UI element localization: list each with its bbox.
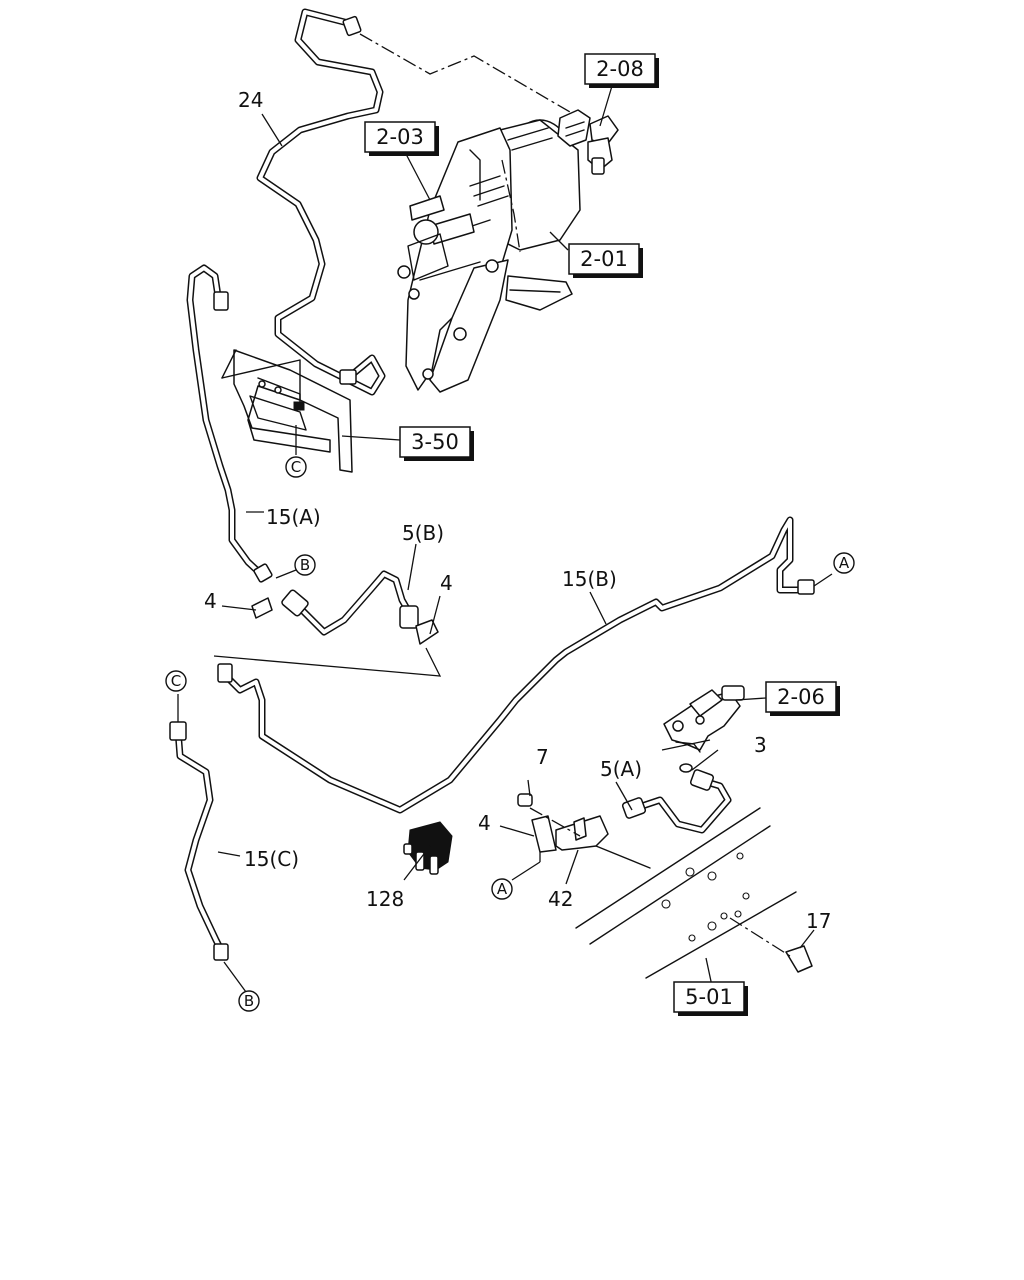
connector-b-bottom[interactable]: B: [238, 990, 260, 1012]
pipe-15a: [186, 264, 273, 583]
connector-c-bracket[interactable]: C: [285, 456, 307, 478]
connector-b-top-label: B: [300, 556, 310, 574]
label-15c: 15(C): [244, 847, 299, 871]
label-4-left: 4: [204, 589, 217, 613]
ref-2-06[interactable]: 2-06: [765, 681, 840, 716]
connector-a-right[interactable]: A: [833, 552, 855, 574]
ref-2-08[interactable]: 2-08: [584, 53, 659, 88]
label-5b: 5(B): [402, 521, 444, 545]
label-5a: 5(A): [600, 757, 642, 781]
connector-c-top[interactable]: C: [165, 670, 187, 692]
reservoir-2-08: [557, 109, 619, 175]
label-15b: 15(B): [562, 567, 617, 591]
label-3: 3: [754, 733, 767, 757]
label-7: 7: [536, 745, 549, 769]
connector-a-bottom-label: A: [497, 880, 508, 898]
label-17: 17: [806, 909, 831, 933]
ref-2-06-label: 2-06: [777, 685, 825, 709]
connector-a-right-label: A: [839, 554, 850, 572]
ref-2-01[interactable]: 2-01: [568, 243, 643, 278]
ref-5-01[interactable]: 5-01: [673, 981, 748, 1016]
label-24: 24: [238, 88, 263, 112]
pipe-24: [256, 8, 571, 396]
connector-c-bracket-label: C: [291, 458, 301, 476]
ref-3-50[interactable]: 3-50: [399, 426, 474, 461]
connector-c-top-label: C: [171, 672, 181, 690]
ref-2-03[interactable]: 2-03: [364, 121, 439, 156]
pipe-15b: [217, 516, 833, 814]
bracket-3-50: [221, 349, 353, 473]
hose-5b: [251, 570, 439, 645]
label-4-bottom: 4: [478, 811, 491, 835]
label-4-right: 4: [440, 571, 453, 595]
frame-5-01: [575, 807, 815, 987]
label-42: 42: [548, 887, 573, 911]
ref-2-01-label: 2-01: [580, 247, 628, 271]
pipe-15c: [169, 694, 247, 993]
label-15a: 15(A): [266, 505, 321, 529]
connector-b-bottom-label: B: [244, 992, 254, 1010]
ref-2-08-label: 2-08: [596, 57, 644, 81]
connector-b-top[interactable]: B: [294, 554, 316, 576]
ref-3-50-label: 3-50: [411, 430, 459, 454]
ref-5-01-label: 5-01: [685, 985, 733, 1009]
pedal-assembly: [397, 119, 581, 393]
label-128: 128: [366, 887, 404, 911]
bracket-42: [511, 793, 651, 885]
connector-a-bottom[interactable]: A: [491, 878, 513, 900]
slave-cylinder-2-06: [661, 685, 767, 773]
ref-2-03-label: 2-03: [376, 125, 424, 149]
